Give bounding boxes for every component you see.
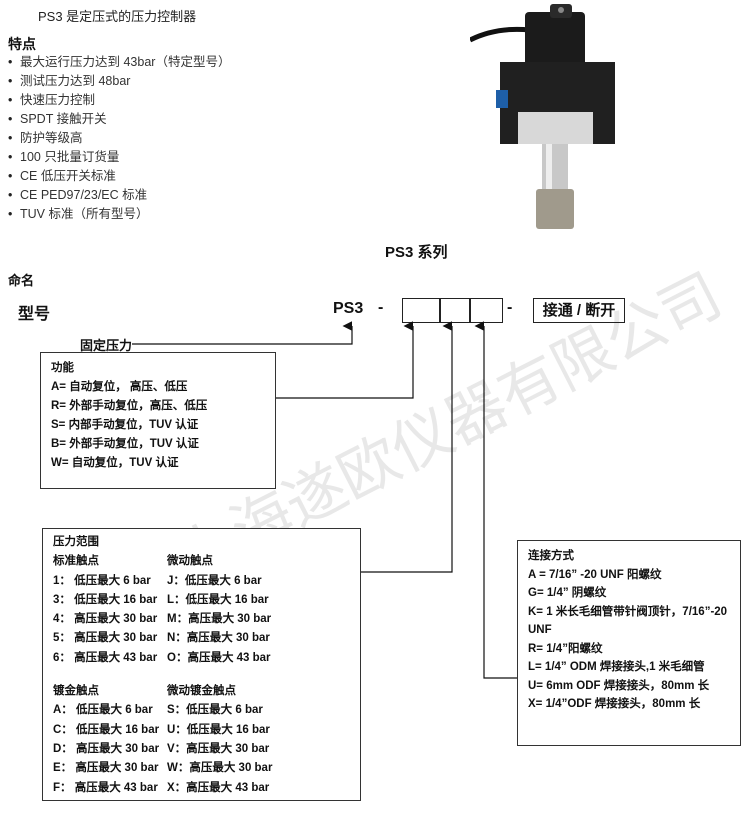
connection-item: A = 7/16” -20 UNF 阳螺纹 <box>528 568 662 581</box>
connection-item: L= 1/4” ODM 焊接接头,1 米毛细管 <box>528 661 705 673</box>
pressure-title: 压力范围 <box>53 536 99 548</box>
pressure-option: F： 高压最大 43 bar <box>53 781 158 794</box>
pressure-code-box <box>439 298 471 323</box>
function-code-box <box>402 298 441 323</box>
connection-code-box <box>469 298 503 323</box>
pressure-option: 6： 高压最大 43 bar <box>53 651 158 664</box>
intro-text: PS3 是定压式的压力控制器 <box>38 9 197 24</box>
pressure-option: O：高压最大 43 bar <box>167 651 271 664</box>
column-header: 微动触点 <box>167 555 213 568</box>
feature-item: CE 低压开关标准 <box>8 167 230 186</box>
pressure-option: L：低压最大 16 bar <box>167 593 269 606</box>
connection-item: U= 6mm ODF 焊接接头，80mm 长 <box>528 679 710 692</box>
product-photo <box>470 4 615 229</box>
pressure-option: N：高压最大 30 bar <box>167 632 270 645</box>
connection-title: 连接方式 <box>528 550 574 562</box>
features-list: 最大运行压力达到 43bar（特定型号） 测试压力达到 48bar 快速压力控制… <box>8 53 230 224</box>
pressure-option: 3： 低压最大 16 bar <box>53 593 158 606</box>
column-header: 标准触点 <box>53 555 99 568</box>
dash: - <box>507 299 513 316</box>
fixed-pressure-label: 固定压力 <box>80 338 133 353</box>
pressure-option: V：高压最大 30 bar <box>167 742 270 755</box>
feature-item: TUV 标准（所有型号） <box>8 205 230 224</box>
connection-item: G= 1/4” 阴螺纹 <box>528 587 607 599</box>
model-prefix: PS3 <box>333 300 364 317</box>
connection-item: K= 1 米长毛细管带针阀顶针，7/16”-20 UNF <box>528 605 728 637</box>
function-item: A= 自动复位， 高压、低压 <box>51 381 188 393</box>
feature-item: 100 只批量订货量 <box>8 148 230 167</box>
function-title: 功能 <box>51 362 74 374</box>
feature-item: 防护等级高 <box>8 129 230 148</box>
pressure-option: M：高压最大 30 bar <box>167 613 272 626</box>
features-title: 特点 <box>8 36 36 52</box>
pressure-option: 1： 低压最大 6 bar <box>53 574 151 587</box>
feature-item: SPDT 接触开关 <box>8 110 230 129</box>
feature-item: 测试压力达到 48bar <box>8 72 230 91</box>
pressure-option: S：低压最大 6 bar <box>167 704 263 717</box>
feature-item: 最大运行压力达到 43bar（特定型号） <box>8 53 230 72</box>
function-item: B= 外部手动复位，TUV 认证 <box>51 438 199 450</box>
connection-item: X= 1/4”ODF 焊接接头，80mm 长 <box>528 698 701 710</box>
function-item: S= 内部手动复位，TUV 认证 <box>51 419 199 431</box>
column-header: 镀金触点 <box>53 685 99 698</box>
pressure-option: X：高压最大 43 bar <box>167 781 270 794</box>
pressure-option: 5： 高压最大 30 bar <box>53 632 158 645</box>
dash: - <box>378 299 384 316</box>
connection-item: R= 1/4”阳螺纹 <box>528 642 603 655</box>
feature-item: CE PED97/23/EC 标准 <box>8 186 230 205</box>
function-item: W= 自动复位，TUV 认证 <box>51 457 179 469</box>
function-box: 功能 A= 自动复位， 高压、低压 R= 外部手动复位，高压、低压 S= 内部手… <box>40 352 276 489</box>
model-label: 型号 <box>18 306 51 323</box>
series-title: PS3 系列 <box>385 244 448 261</box>
pressure-option: J：低压最大 6 bar <box>167 574 262 587</box>
pressure-option: D： 高压最大 30 bar <box>53 742 160 755</box>
pressure-option: W：高压最大 30 bar <box>167 762 273 775</box>
pressure-option: 4： 高压最大 30 bar <box>53 613 158 626</box>
pressure-option: E： 高压最大 30 bar <box>53 762 159 775</box>
column-header: 微动镀金触点 <box>167 685 236 698</box>
pressure-option: U：低压最大 16 bar <box>167 723 270 736</box>
pressure-option: A： 低压最大 6 bar <box>53 704 153 717</box>
pressure-option: C： 低压最大 16 bar <box>53 723 160 736</box>
on-off-box: 接通 / 断开 <box>533 298 625 323</box>
connection-box: 连接方式 A = 7/16” -20 UNF 阳螺纹 G= 1/4” 阴螺纹 K… <box>517 540 741 746</box>
naming-title: 命名 <box>8 273 35 288</box>
feature-item: 快速压力控制 <box>8 91 230 110</box>
function-item: R= 外部手动复位，高压、低压 <box>51 400 208 412</box>
